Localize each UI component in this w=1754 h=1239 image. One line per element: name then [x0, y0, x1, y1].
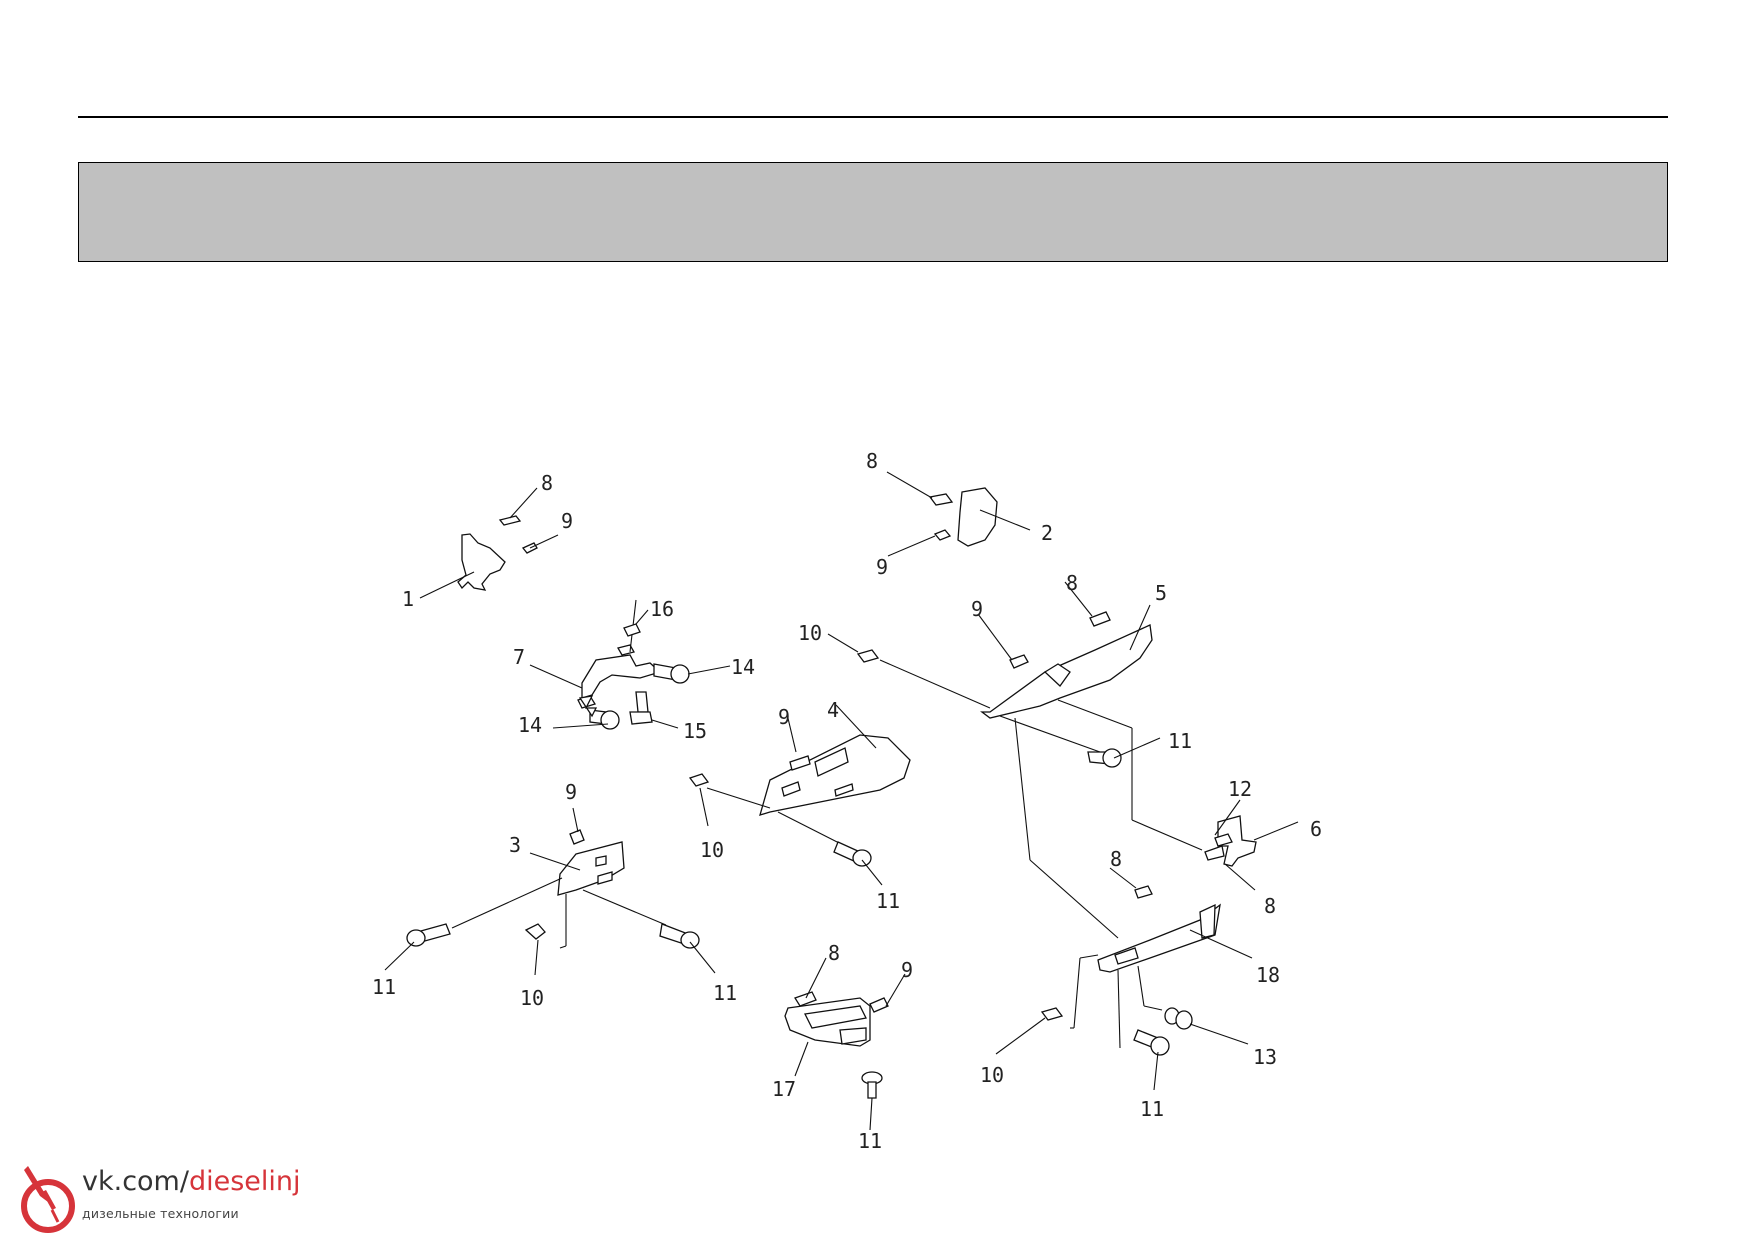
vk-logo: vk.com/dieselinj дизельные технологии [18, 1162, 318, 1234]
bolt-15 [629, 691, 679, 729]
callout-4: 4 [827, 698, 839, 722]
screw-11-bottom [861, 1071, 883, 1131]
callout-9-e: 9 [565, 780, 577, 804]
part-18 [1070, 867, 1253, 1049]
part-4 [706, 704, 911, 847]
callout-15: 15 [683, 719, 707, 743]
top-rule [78, 116, 1668, 118]
callout-10-a: 10 [798, 621, 822, 645]
callout-13: 13 [1253, 1045, 1277, 1069]
nut-10-part-18 [995, 1007, 1064, 1055]
callout-11-f: 11 [858, 1129, 882, 1153]
callout-14-b: 14 [518, 713, 542, 737]
callout-17: 17 [772, 1077, 796, 1101]
screw-11-right-3 [659, 923, 716, 974]
callout-3: 3 [509, 833, 521, 857]
part-6 [1204, 799, 1299, 891]
callout-9-d: 9 [778, 705, 790, 729]
syringe-logo-icon [21, 1166, 75, 1233]
callout-12: 12 [1228, 777, 1252, 801]
callout-8-f: 8 [828, 941, 840, 965]
callout-11-c: 11 [372, 975, 396, 999]
callout-8-e: 8 [1264, 894, 1276, 918]
callout-11-b: 11 [876, 889, 900, 913]
callout-11-d: 11 [713, 981, 737, 1005]
part-3 [451, 807, 667, 949]
screw-11-left [384, 923, 451, 971]
part-5 [879, 581, 1203, 939]
callout-9-b: 9 [876, 555, 888, 579]
callout-8-b: 8 [866, 449, 878, 473]
callout-11-e: 11 [1140, 1097, 1164, 1121]
callout-6: 6 [1310, 817, 1322, 841]
header-bar [78, 162, 1668, 262]
nut-10-part-5 [827, 633, 880, 663]
logo-tagline: дизельные технологии [82, 1206, 239, 1221]
bolt-14-right [653, 663, 731, 684]
part-1 [419, 487, 559, 599]
callout-5: 5 [1155, 581, 1167, 605]
callout-8-c: 8 [1066, 571, 1078, 595]
callout-18: 18 [1256, 963, 1280, 987]
callout-9-f: 9 [901, 958, 913, 982]
screw-11-part-5 [1087, 737, 1161, 768]
callout-9-a: 9 [561, 509, 573, 533]
callout-10-d: 10 [980, 1063, 1004, 1087]
callout-10-b: 10 [700, 838, 724, 862]
screw-11-part-4 [833, 841, 883, 886]
callout-8-a: 8 [541, 471, 553, 495]
callout-1: 1 [402, 587, 414, 611]
part-2 [886, 471, 1031, 557]
callout-14-a: 14 [731, 655, 755, 679]
screw-11-part-18 [1133, 1029, 1170, 1091]
callout-10-c: 10 [520, 986, 544, 1010]
callout-8-d: 8 [1110, 847, 1122, 871]
bolt-14-left [552, 695, 620, 730]
logo-text: vk.com/dieselinj [82, 1166, 301, 1197]
nut-10-part-4 [688, 773, 710, 827]
callout-16: 16 [650, 597, 674, 621]
callout-7: 7 [513, 645, 525, 669]
grommet-13 [1164, 1007, 1249, 1045]
callout-11-a: 11 [1168, 729, 1192, 753]
callout-2: 2 [1041, 521, 1053, 545]
part-17 [784, 957, 906, 1077]
callout-9-c: 9 [971, 597, 983, 621]
